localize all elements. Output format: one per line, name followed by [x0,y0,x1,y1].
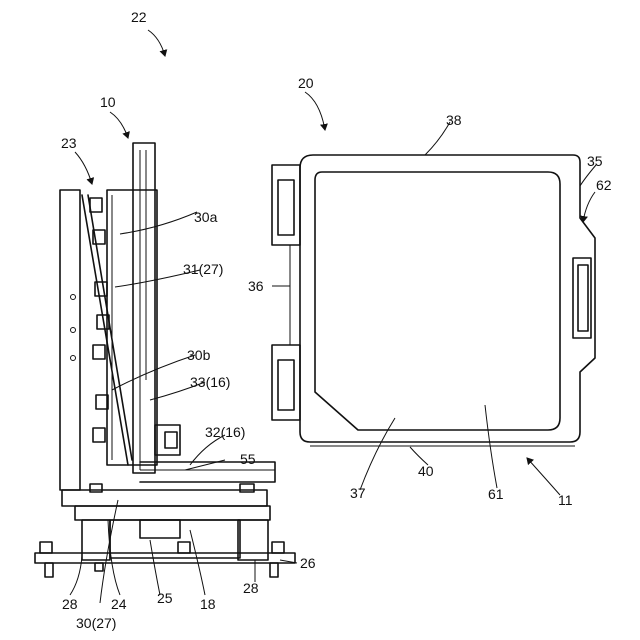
outer-shell [300,155,595,442]
label-25: 25 [157,590,173,606]
leader-lines [70,30,596,603]
label-37: 37 [350,485,366,501]
label-28-right: 28 [243,580,259,596]
label-38: 38 [446,112,462,128]
label-33-16: 33(16) [190,374,230,390]
label-32-16: 32(16) [205,424,245,440]
label-26: 26 [300,555,316,571]
label-40: 40 [418,463,434,479]
label-31-27: 31(27) [183,261,223,277]
label-62: 62 [596,177,612,193]
label-20: 20 [298,75,314,91]
board-10 [133,143,155,473]
label-22: 22 [131,9,147,25]
cartridge-11 [272,155,595,446]
label-30b: 30b [187,347,211,363]
label-55: 55 [240,451,256,467]
label-30-27: 30(27) [76,615,116,631]
label-61: 61 [488,486,504,502]
inner-window [315,172,560,430]
left-assembly [35,143,295,577]
comb-teeth [90,198,109,442]
label-23: 23 [61,135,77,151]
label-18: 18 [200,596,216,612]
label-10: 10 [100,94,116,110]
clip-upper [272,165,300,245]
label-24: 24 [111,596,127,612]
frame-23 [60,190,80,490]
label-11: 11 [558,492,573,508]
clip-lower [272,345,300,420]
label-28-left: 28 [62,596,78,612]
label-36: 36 [248,278,264,294]
label-30a: 30a [194,209,218,225]
label-35: 35 [587,153,603,169]
body-33 [107,190,157,465]
